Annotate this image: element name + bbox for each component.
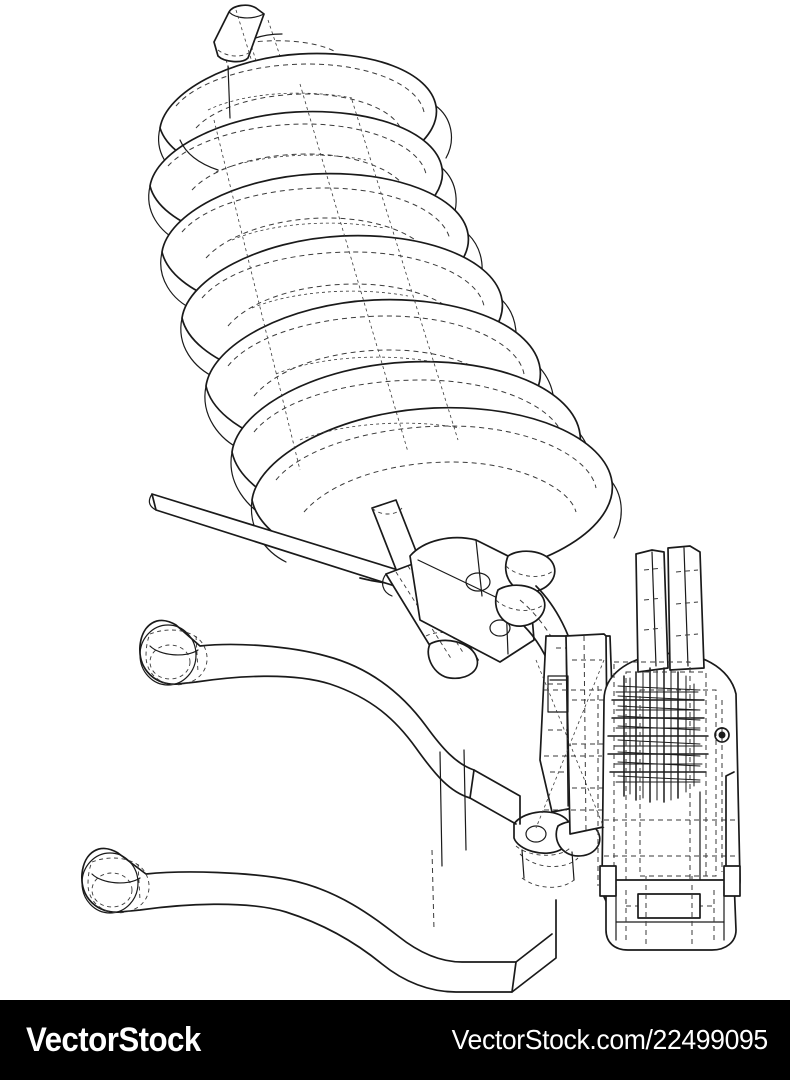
upper-control-arm <box>139 619 475 799</box>
illustration-canvas: .sl { fill:none; stroke:#1a1a1a; stroke-… <box>81 4 741 993</box>
assembly-tie-lines <box>469 769 557 993</box>
coil-turn-7 <box>250 406 622 587</box>
strut-rod-top <box>213 4 265 63</box>
caliper-internal-detail <box>607 667 709 803</box>
vectorstock-asset-url: VectorStock.com/22499095 <box>451 1024 769 1055</box>
spring-hidden-construction <box>207 83 461 471</box>
vectorstock-watermark-bar: VectorStock VectorStock.com/22499095 <box>0 1000 790 1080</box>
caliper-lower-bracket <box>599 865 741 951</box>
brake-caliper <box>597 545 741 913</box>
vectorstock-logo-text: VectorStock <box>26 1021 201 1059</box>
suspension-wireframe-drawing: .sl { fill:none; stroke:#1a1a1a; stroke-… <box>81 4 741 993</box>
lower-control-arm <box>81 749 517 993</box>
hub-hidden-construction <box>535 635 605 833</box>
coil-spring-assembly <box>148 4 622 587</box>
